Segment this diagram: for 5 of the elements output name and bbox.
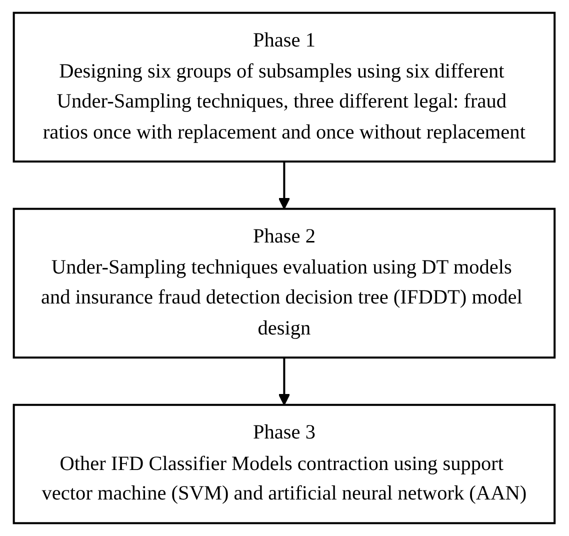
arrow	[278, 358, 290, 406]
arrow	[278, 162, 290, 210]
node-box: Phase 3 Other IFD Classifier Models contraction using support vector machine (SVM) and artificial neural network (AAN)	[13, 404, 556, 524]
node-box: Phase 2 Under-Sampling techniques evaluation using DT models and insurance fraud detection decision tree (IFDDT) model design	[13, 208, 556, 359]
node-box: Phase 1 Designing six groups of subsamples using six different Under-Sampling techniques, three different legal: fraud ratios once with replacement and once without replacement	[13, 12, 556, 163]
